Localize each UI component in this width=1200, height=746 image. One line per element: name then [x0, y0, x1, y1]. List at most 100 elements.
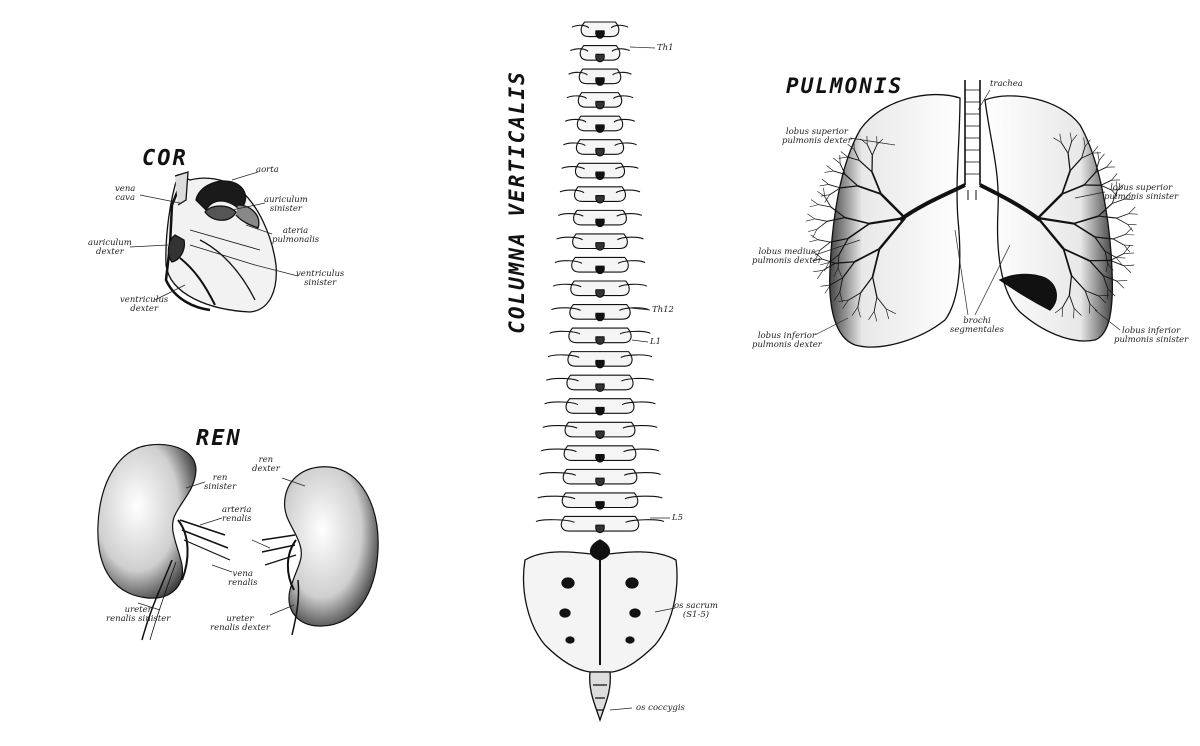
bronchus-branch [1112, 238, 1125, 246]
bronchus-branch [1062, 248, 1073, 276]
bronchus-branch [1069, 157, 1083, 172]
bronchus-branch [873, 297, 878, 312]
bronchus-branch [1104, 251, 1117, 258]
vertebra [564, 115, 636, 133]
bronchus-branch [871, 171, 882, 195]
bronchus-branch [1073, 308, 1075, 319]
label-th1: Th1 [657, 43, 674, 53]
bronchus-branch [1116, 217, 1128, 225]
bronchus-branch [858, 159, 873, 173]
vertebra [554, 256, 646, 275]
vertebra [556, 233, 644, 251]
bronchus-branch [1089, 303, 1098, 312]
vertebra [551, 303, 649, 322]
bronchus-branch [1088, 303, 1091, 314]
bronchus-branch [1068, 275, 1073, 296]
bronchus-branch [885, 308, 890, 320]
bronchus-branch [1063, 248, 1091, 262]
spine-leader-lines [609, 46, 676, 711]
bronchus-branch [1115, 257, 1122, 265]
bronchus-branch [854, 248, 880, 263]
vertebra [539, 468, 661, 487]
bronchus-branch [1107, 263, 1114, 271]
vertebra [559, 186, 641, 204]
bronchus-branch [837, 254, 840, 269]
bronchus-branch [885, 308, 896, 314]
vertebra [571, 21, 629, 39]
bronchus-branch [1124, 244, 1134, 246]
bronchus-branch [1107, 288, 1109, 299]
bronchus-branch [833, 157, 841, 164]
kidney-leader-lines [137, 477, 306, 616]
lungs-drawing [829, 80, 1114, 348]
bronchus-branch [1059, 133, 1062, 143]
bronchus-branch [1054, 306, 1063, 314]
bronchus-branch [1107, 288, 1116, 297]
bronchus-branch [819, 184, 829, 187]
bronchus-branch [1127, 224, 1134, 232]
bronchus-branch [820, 284, 831, 287]
bronchus-branch [1112, 234, 1126, 240]
bronchus-branch [1098, 294, 1110, 297]
bronchus-branch [840, 151, 848, 158]
bronchus-branch [1067, 141, 1073, 154]
bronchus-branch [857, 307, 861, 318]
bronchus-branch [812, 258, 823, 261]
bronchus-branch [1123, 264, 1135, 267]
vertebra [547, 351, 653, 369]
bronchus-branch [1110, 259, 1125, 267]
bronchus-branch [819, 262, 829, 266]
bronchus-branch [818, 204, 831, 208]
bronchus-branch [1116, 257, 1126, 259]
bronchus-branch [824, 170, 834, 173]
label-th12: Th12 [652, 305, 674, 315]
bronchus-branch [833, 291, 841, 301]
bronchus-branch [1068, 294, 1075, 309]
spine-drawing [535, 21, 665, 534]
bronchus-branch [817, 239, 831, 243]
bronchus-branch [1073, 222, 1096, 238]
bronchus-branch [1116, 181, 1118, 192]
bronchus-branch [839, 163, 846, 175]
bronchus-branch [1110, 253, 1124, 261]
sacrum-drawing [522, 539, 678, 723]
bronchus-branch [847, 156, 860, 161]
lungs-title: PULMONIS [786, 74, 904, 98]
vertebra [570, 44, 630, 63]
bronchus-branch [1116, 184, 1124, 192]
bronchus-branch [1116, 213, 1129, 219]
bronchus-branch [1128, 213, 1138, 215]
bronchus-branch [821, 178, 829, 185]
bronchus-branch [847, 143, 855, 150]
bronchus-branch [807, 213, 815, 220]
bronchus-branch [1094, 236, 1106, 252]
bronchus-branch [871, 276, 878, 298]
bronchus-branch [878, 217, 906, 250]
bronchus-branch [1127, 224, 1137, 226]
bronchus-branch [1123, 252, 1135, 254]
bronchus-branch [822, 262, 836, 271]
bronchus-branch [1061, 184, 1085, 195]
bronchus-branch [866, 144, 873, 156]
bronchus-branch [1111, 189, 1118, 197]
bronchus-branch [880, 193, 906, 219]
vertebra [542, 421, 658, 439]
bronchus-branch [1067, 153, 1071, 171]
bronchus-branch [1098, 215, 1117, 219]
bronchus-branch [1094, 236, 1114, 240]
bronchus-branch [826, 165, 834, 172]
bronchus-branch [1111, 173, 1118, 181]
vertebra [549, 327, 651, 345]
bronchus-branch [837, 267, 843, 278]
bronchus-branch [1123, 265, 1132, 274]
bronchus-branch [824, 194, 830, 203]
bronchus-branch [1037, 216, 1074, 225]
bronchus-branch [869, 216, 906, 225]
bronchus-branch [810, 199, 819, 205]
